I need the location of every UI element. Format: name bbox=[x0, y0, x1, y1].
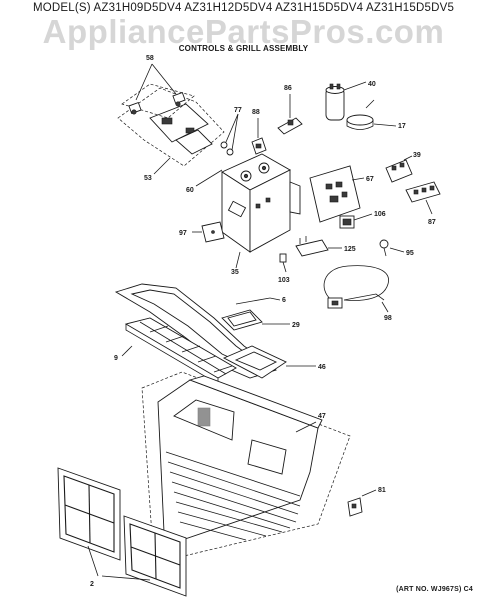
part-125-sensor[interactable] bbox=[295, 236, 342, 257]
part-95-clip[interactable] bbox=[379, 239, 405, 257]
callout-39: 39 bbox=[413, 152, 421, 159]
callout-86: 86 bbox=[284, 85, 292, 92]
part-2-filter-right[interactable] bbox=[123, 515, 187, 597]
callout-40: 40 bbox=[368, 81, 376, 88]
part-106-transformer[interactable] bbox=[339, 213, 373, 229]
callout-95: 95 bbox=[406, 250, 414, 257]
part-87-terminal-block[interactable] bbox=[405, 181, 441, 215]
callout-29: 29 bbox=[292, 322, 300, 329]
part-2-filter-left[interactable] bbox=[57, 467, 121, 561]
callout-67: 67 bbox=[366, 176, 374, 183]
part-39-relay[interactable] bbox=[385, 155, 413, 183]
callout-103: 103 bbox=[278, 277, 290, 284]
callout-98: 98 bbox=[384, 315, 392, 322]
callout-60: 60 bbox=[186, 187, 194, 194]
art-number: (ART NO. WJ967S) C4 bbox=[396, 586, 473, 593]
part-29-vent-door[interactable] bbox=[221, 309, 290, 331]
part-47-front-panel[interactable] bbox=[141, 371, 351, 557]
part-53-control-panel[interactable] bbox=[117, 87, 225, 167]
part-98-power-cord[interactable] bbox=[323, 265, 389, 313]
part-86-thermostat[interactable] bbox=[277, 94, 303, 135]
callout-88: 88 bbox=[252, 109, 260, 116]
callout-81: 81 bbox=[378, 487, 386, 494]
callout-58: 58 bbox=[146, 55, 154, 62]
part-58-knobs[interactable] bbox=[121, 83, 195, 119]
callout-2: 2 bbox=[90, 581, 94, 588]
callout-47: 47 bbox=[318, 413, 326, 420]
callout-35: 35 bbox=[231, 269, 239, 276]
part-46-frame[interactable] bbox=[222, 345, 316, 379]
callout-106: 106 bbox=[374, 211, 386, 218]
callout-46: 46 bbox=[318, 364, 326, 371]
callout-77: 77 bbox=[234, 107, 242, 114]
part-60-bracket[interactable] bbox=[195, 169, 223, 187]
part-88-switch[interactable] bbox=[251, 118, 267, 155]
part-35-control-box[interactable] bbox=[221, 153, 301, 253]
callout-53: 53 bbox=[144, 175, 152, 182]
callout-6: 6 bbox=[282, 297, 286, 304]
callout-125: 125 bbox=[344, 246, 356, 253]
model-list: MODEL(S) AZ31H09D5DV4 AZ31H12D5DV4 AZ31H… bbox=[32, 2, 455, 14]
part-103-connector[interactable] bbox=[279, 253, 287, 273]
part-77-screws[interactable] bbox=[220, 113, 239, 156]
part-6-rod[interactable] bbox=[235, 297, 281, 305]
callout-9: 9 bbox=[114, 355, 118, 362]
part-97-label[interactable] bbox=[192, 221, 225, 243]
callout-97: 97 bbox=[179, 230, 187, 237]
callout-17: 17 bbox=[398, 123, 406, 130]
diagram-subtitle: CONTROLS & GRILL ASSEMBLY bbox=[178, 44, 309, 53]
part-17-capacitor-strap[interactable] bbox=[346, 99, 397, 130]
watermark: AppliancePartsPros.com bbox=[42, 13, 445, 50]
part-81-clip[interactable] bbox=[347, 489, 377, 517]
part-67-circuit-board[interactable] bbox=[309, 165, 365, 223]
part-40-capacitor[interactable] bbox=[325, 81, 367, 121]
callout-87: 87 bbox=[428, 219, 436, 226]
